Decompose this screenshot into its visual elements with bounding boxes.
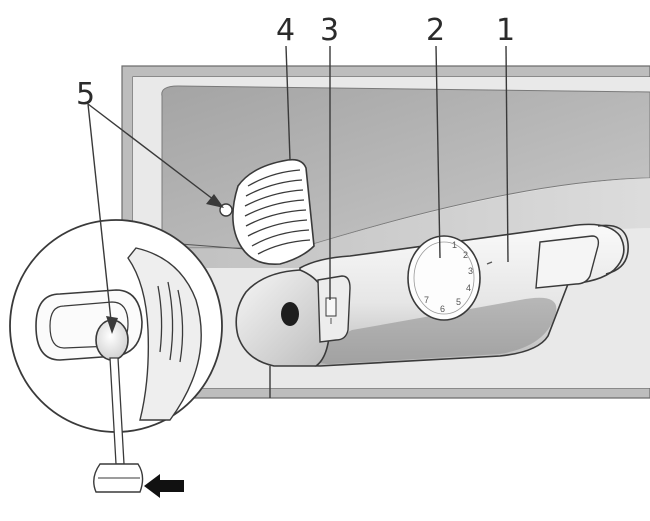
dial-digit-7: 7 bbox=[424, 295, 429, 305]
lamp-cover bbox=[219, 158, 315, 265]
callout-label-5: 5 bbox=[76, 77, 95, 112]
dial-digit-5: 5 bbox=[456, 297, 461, 307]
dial-digit-2: 2 bbox=[463, 250, 468, 260]
dial-digit-6: 6 bbox=[440, 304, 445, 314]
arrowhead-5b bbox=[206, 194, 224, 208]
leader-lines bbox=[87, 45, 509, 331]
callout-label-2: 2 bbox=[426, 13, 445, 48]
callout-label-3: 3 bbox=[320, 13, 339, 48]
thermostat-dial: 1 2 3 4 5 6 7 bbox=[407, 235, 493, 321]
lamp-socket bbox=[281, 302, 299, 326]
magnified-inset bbox=[9, 219, 223, 493]
callout-label-4: 4 bbox=[276, 13, 295, 48]
push-arrow-icon bbox=[144, 474, 184, 498]
callout-label-1: 1 bbox=[496, 13, 515, 48]
door-switch bbox=[317, 275, 351, 343]
arrowhead-5a bbox=[106, 316, 118, 334]
dial-digit-1: 1 bbox=[452, 240, 457, 250]
dial-digit-3: 3 bbox=[468, 266, 473, 276]
dial-digit-4: 4 bbox=[466, 283, 471, 293]
